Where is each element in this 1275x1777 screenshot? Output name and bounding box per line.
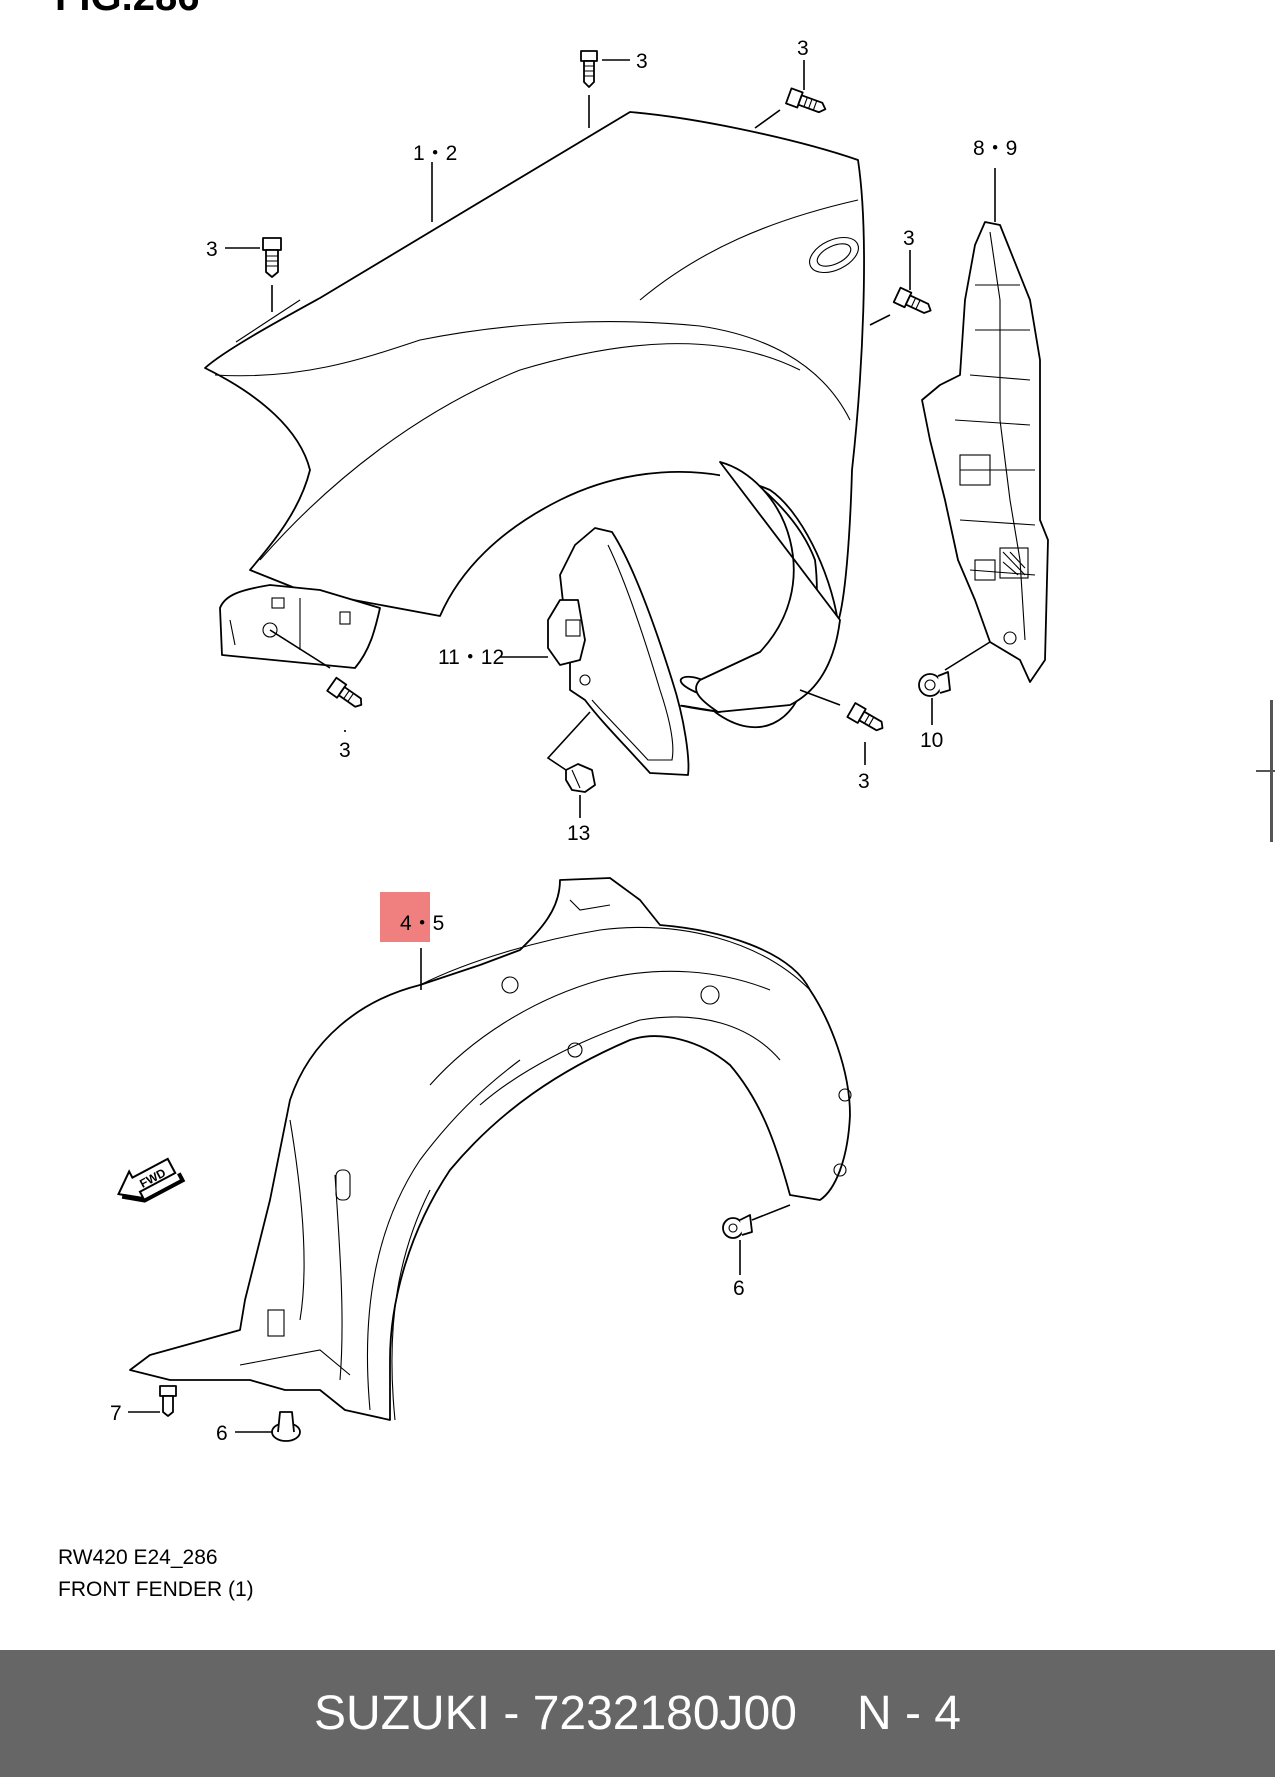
- label-screw7: 7: [110, 1402, 122, 1425]
- bolt-lower-left: [326, 676, 363, 708]
- bolt-lower-right: [846, 702, 884, 732]
- mud-flap-part: [547, 527, 690, 776]
- hatched-area: [999, 547, 1029, 579]
- label-bolt-b: 3: [797, 37, 809, 60]
- label-bolt-a: 3: [636, 50, 648, 73]
- clip-6-bottom: [271, 1411, 301, 1442]
- clip-6-right: [722, 1214, 753, 1239]
- label-bolt-e: 3: [339, 739, 351, 762]
- side-bracket-part: [921, 221, 1049, 683]
- leader-bolt-lower-left: [269, 629, 346, 732]
- leader-bolt-top-right: [754, 60, 805, 129]
- screw-7-part: [159, 1385, 177, 1417]
- leader-bolt-top-center: [588, 59, 630, 128]
- label-bolt-c: 3: [206, 238, 218, 261]
- edge-tick: [1256, 770, 1275, 772]
- diagram-title: FRONT FENDER (1): [58, 1578, 254, 1601]
- fwd-arrow-icon: FWD: [117, 1157, 186, 1203]
- clip-13-part: [565, 763, 596, 793]
- label-mudflap: 11・12: [438, 646, 504, 669]
- fender-arch: [679, 461, 841, 729]
- leader-nut: [931, 641, 991, 725]
- leader-clip6-right: [739, 1204, 791, 1275]
- diagram-code: RW420 E24_286: [58, 1546, 218, 1569]
- bolt-right-mid: [892, 286, 932, 314]
- front-fender-panel: [204, 111, 865, 623]
- bolt-left: [262, 237, 282, 278]
- leader-bolt-right: [869, 250, 911, 326]
- fender-lower-bracket: [219, 584, 381, 669]
- nut-part: [918, 671, 951, 697]
- bolt-top-center: [580, 50, 598, 88]
- label-clip6-bottom: 6: [216, 1422, 228, 1445]
- label-fender: 1・2: [413, 142, 457, 165]
- part-number: SUZUKI - 7232180J00: [314, 1687, 797, 1740]
- footer-bar: SUZUKI - 7232180J00 N - 4: [0, 1650, 1275, 1777]
- label-bolt-f: 3: [858, 770, 870, 793]
- label-clip13: 13: [567, 822, 590, 845]
- fender-liner-part: [129, 877, 852, 1421]
- parts-diagram: FIG.286: [55, 0, 1049, 1445]
- leader-bolt-left: [225, 247, 273, 312]
- label-bolt-d: 3: [903, 227, 915, 250]
- page-ref: N - 4: [856, 1687, 961, 1740]
- figure-title: FIG.286: [55, 0, 200, 19]
- highlight-box: [380, 892, 430, 942]
- leader-clip13: [546, 711, 591, 818]
- bolt-top-right: [785, 87, 827, 114]
- leader-bolt-lower-right: [799, 689, 866, 765]
- label-bracket: 8・9: [973, 137, 1017, 160]
- label-liner: 4・5: [400, 912, 444, 935]
- label-nut: 10: [920, 729, 943, 752]
- label-clip6-right: 6: [733, 1277, 745, 1300]
